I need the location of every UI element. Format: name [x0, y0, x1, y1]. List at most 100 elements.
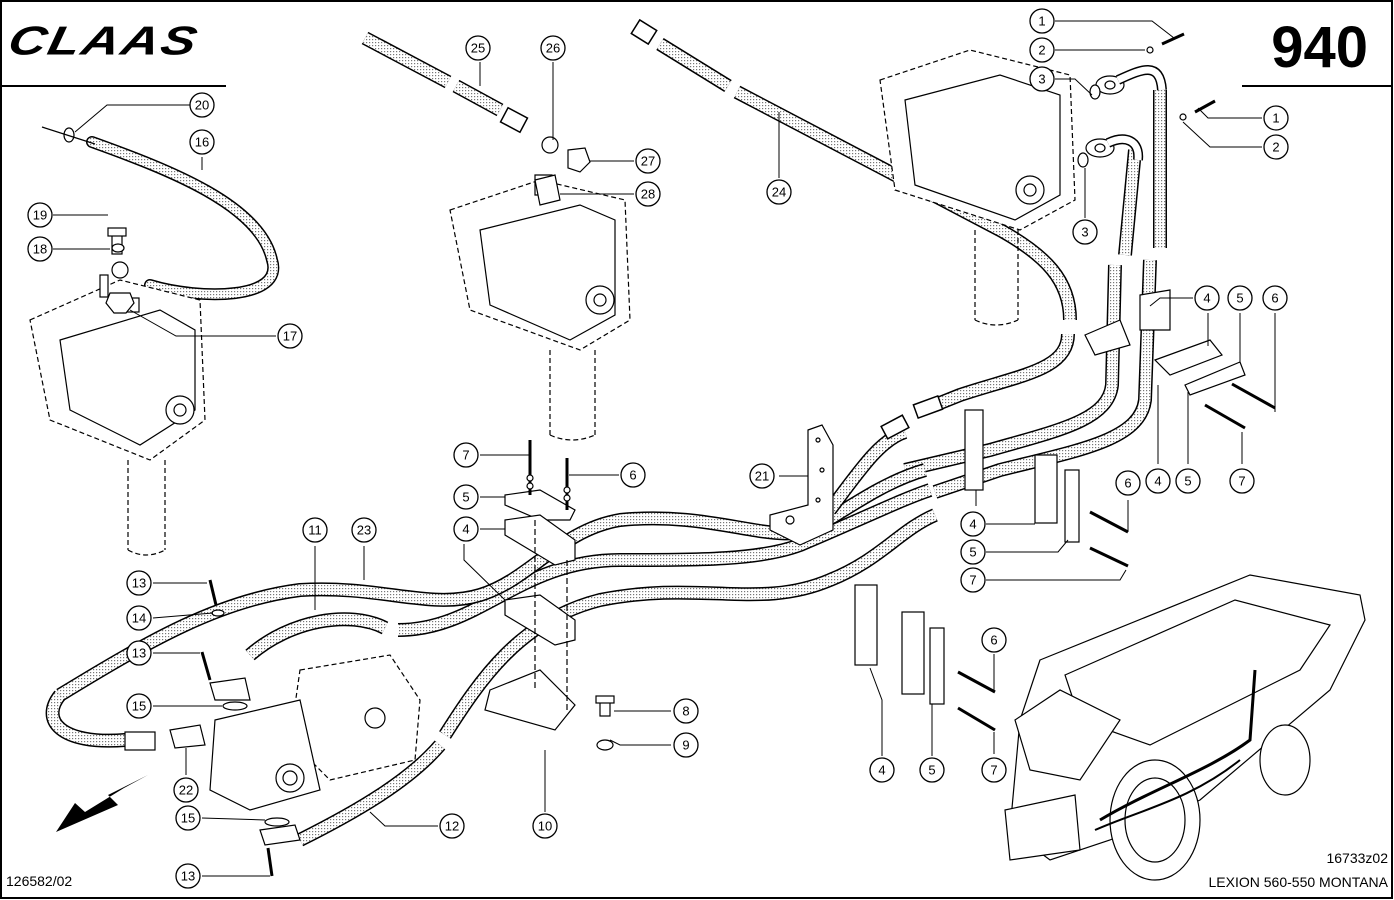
callout-label: 5 — [1184, 474, 1191, 489]
callout-5: 5 — [453, 484, 479, 510]
callout-label: 6 — [1124, 476, 1131, 491]
claas-logo: CLAAS — [4, 18, 203, 65]
callout-circle — [981, 627, 1007, 653]
callout-9: 9 — [673, 732, 699, 758]
hose-11 — [245, 483, 933, 661]
callout-label: 3 — [1038, 72, 1045, 87]
callout-circle — [960, 567, 986, 593]
callout-5: 5 — [1175, 468, 1201, 494]
callout-16: 16 — [189, 129, 215, 155]
callout-22: 22 — [173, 777, 199, 803]
callout-circle — [673, 732, 699, 758]
callout-circle — [453, 442, 479, 468]
callout-label: 4 — [1203, 291, 1210, 306]
callout-label: 1 — [1038, 14, 1045, 29]
callout-label: 13 — [132, 646, 146, 661]
callout-23: 23 — [351, 517, 377, 543]
callout-label: 18 — [33, 242, 47, 257]
callout-circle — [302, 517, 328, 543]
callout-label: 17 — [283, 329, 297, 344]
page-number: 940 — [1271, 15, 1368, 80]
callout-3: 3 — [1072, 219, 1098, 245]
callout-6: 6 — [1115, 470, 1141, 496]
leader-lines — [53, 20, 1276, 877]
direction-arrow-icon — [56, 775, 148, 832]
callout-circle — [126, 570, 152, 596]
hose-16 — [86, 136, 280, 301]
hose-25 — [361, 31, 529, 134]
callout-circle — [277, 323, 303, 349]
callout-circle — [673, 698, 699, 724]
callout-1: 1 — [1029, 8, 1055, 34]
callout-15: 15 — [175, 805, 201, 831]
callout-4: 4 — [1145, 468, 1171, 494]
callout-21: 21 — [749, 463, 775, 489]
callout-circle — [27, 202, 53, 228]
callout-circle — [453, 516, 479, 542]
callout-circle — [1072, 219, 1098, 245]
callout-5: 5 — [919, 757, 945, 783]
callout-4: 4 — [869, 757, 895, 783]
callout-15: 15 — [126, 693, 152, 719]
callout-24: 24 — [766, 179, 792, 205]
document-number: 126582/02 — [6, 873, 73, 889]
callout-label: 6 — [629, 468, 636, 483]
callout-circle — [126, 640, 152, 666]
callout-circle — [453, 484, 479, 510]
callout-label: 4 — [878, 763, 885, 778]
callout-label: 4 — [1154, 474, 1161, 489]
callout-17: 17 — [277, 323, 303, 349]
callout-circle — [1262, 285, 1288, 311]
callout-13: 13 — [126, 570, 152, 596]
callout-13: 13 — [175, 863, 201, 889]
callout-label: 2 — [1038, 43, 1045, 58]
callout-7: 7 — [960, 567, 986, 593]
callout-label: 2 — [1272, 140, 1279, 155]
callout-10: 10 — [532, 813, 558, 839]
callout-label: 15 — [181, 811, 195, 826]
callout-label: 22 — [179, 783, 193, 798]
callout-circle — [175, 863, 201, 889]
callout-circle — [635, 148, 661, 174]
callout-4: 4 — [453, 516, 479, 542]
callout-label: 10 — [538, 819, 552, 834]
callout-circle — [1263, 134, 1289, 160]
callout-25: 25 — [465, 35, 491, 61]
callout-circle — [1194, 285, 1220, 311]
callout-20: 20 — [189, 92, 215, 118]
callout-6: 6 — [1262, 285, 1288, 311]
callout-3: 3 — [1029, 66, 1055, 92]
callout-2: 2 — [1029, 37, 1055, 63]
hose-pair-right — [903, 90, 1167, 499]
hydraulic-motor — [209, 654, 421, 811]
callout-label: 4 — [462, 522, 469, 537]
pump-assembly-center — [449, 174, 631, 441]
callout-circle — [1029, 37, 1055, 63]
callout-label: 4 — [969, 517, 976, 532]
callout-label: 19 — [33, 208, 47, 223]
callout-label: 1 — [1272, 111, 1279, 126]
callout-27: 27 — [635, 148, 661, 174]
callout-14: 14 — [126, 605, 152, 631]
callout-19: 19 — [27, 202, 53, 228]
callout-7: 7 — [453, 442, 479, 468]
callout-circle — [189, 92, 215, 118]
callout-7: 7 — [1229, 468, 1255, 494]
callout-label: 7 — [990, 763, 997, 778]
callout-label: 20 — [195, 98, 209, 113]
callout-circle — [175, 805, 201, 831]
callout-label: 6 — [990, 633, 997, 648]
callout-label: 9 — [682, 738, 689, 753]
callout-label: 5 — [969, 545, 976, 560]
hose-21-line — [824, 414, 910, 515]
callout-circle — [173, 777, 199, 803]
drawing-number: 16733z02 — [1326, 850, 1388, 866]
callout-circle — [766, 179, 792, 205]
pump-assembly-top-right — [879, 49, 1076, 326]
callout-label: 12 — [445, 819, 459, 834]
callout-13: 13 — [126, 640, 152, 666]
callout-28: 28 — [635, 181, 661, 207]
callout-circle — [635, 181, 661, 207]
callout-label: 16 — [195, 135, 209, 150]
